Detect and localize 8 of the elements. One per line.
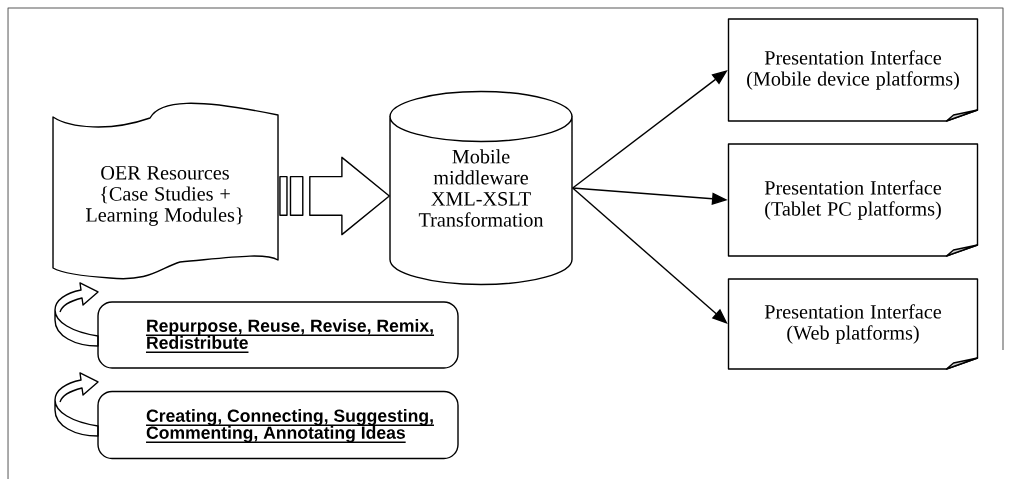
note-box: Presentation Interface (Web platforms) xyxy=(727,278,979,370)
database-cylinder: Mobile middleware XML-XSLT Transformation xyxy=(389,90,573,286)
block-arrow xyxy=(279,156,391,236)
rounded-box: Repurpose, Reuse, Revise, Remix, Redistribute xyxy=(97,301,459,369)
note-box: Presentation Interface (Tablet PC platforms) xyxy=(727,143,979,257)
arrow xyxy=(572,187,728,324)
rounded-box: Creating, Connecting, Suggesting, Commenting, Annotating Ideas xyxy=(97,390,459,460)
note-box: Presentation Interface (Mobile device platforms) xyxy=(727,18,979,122)
